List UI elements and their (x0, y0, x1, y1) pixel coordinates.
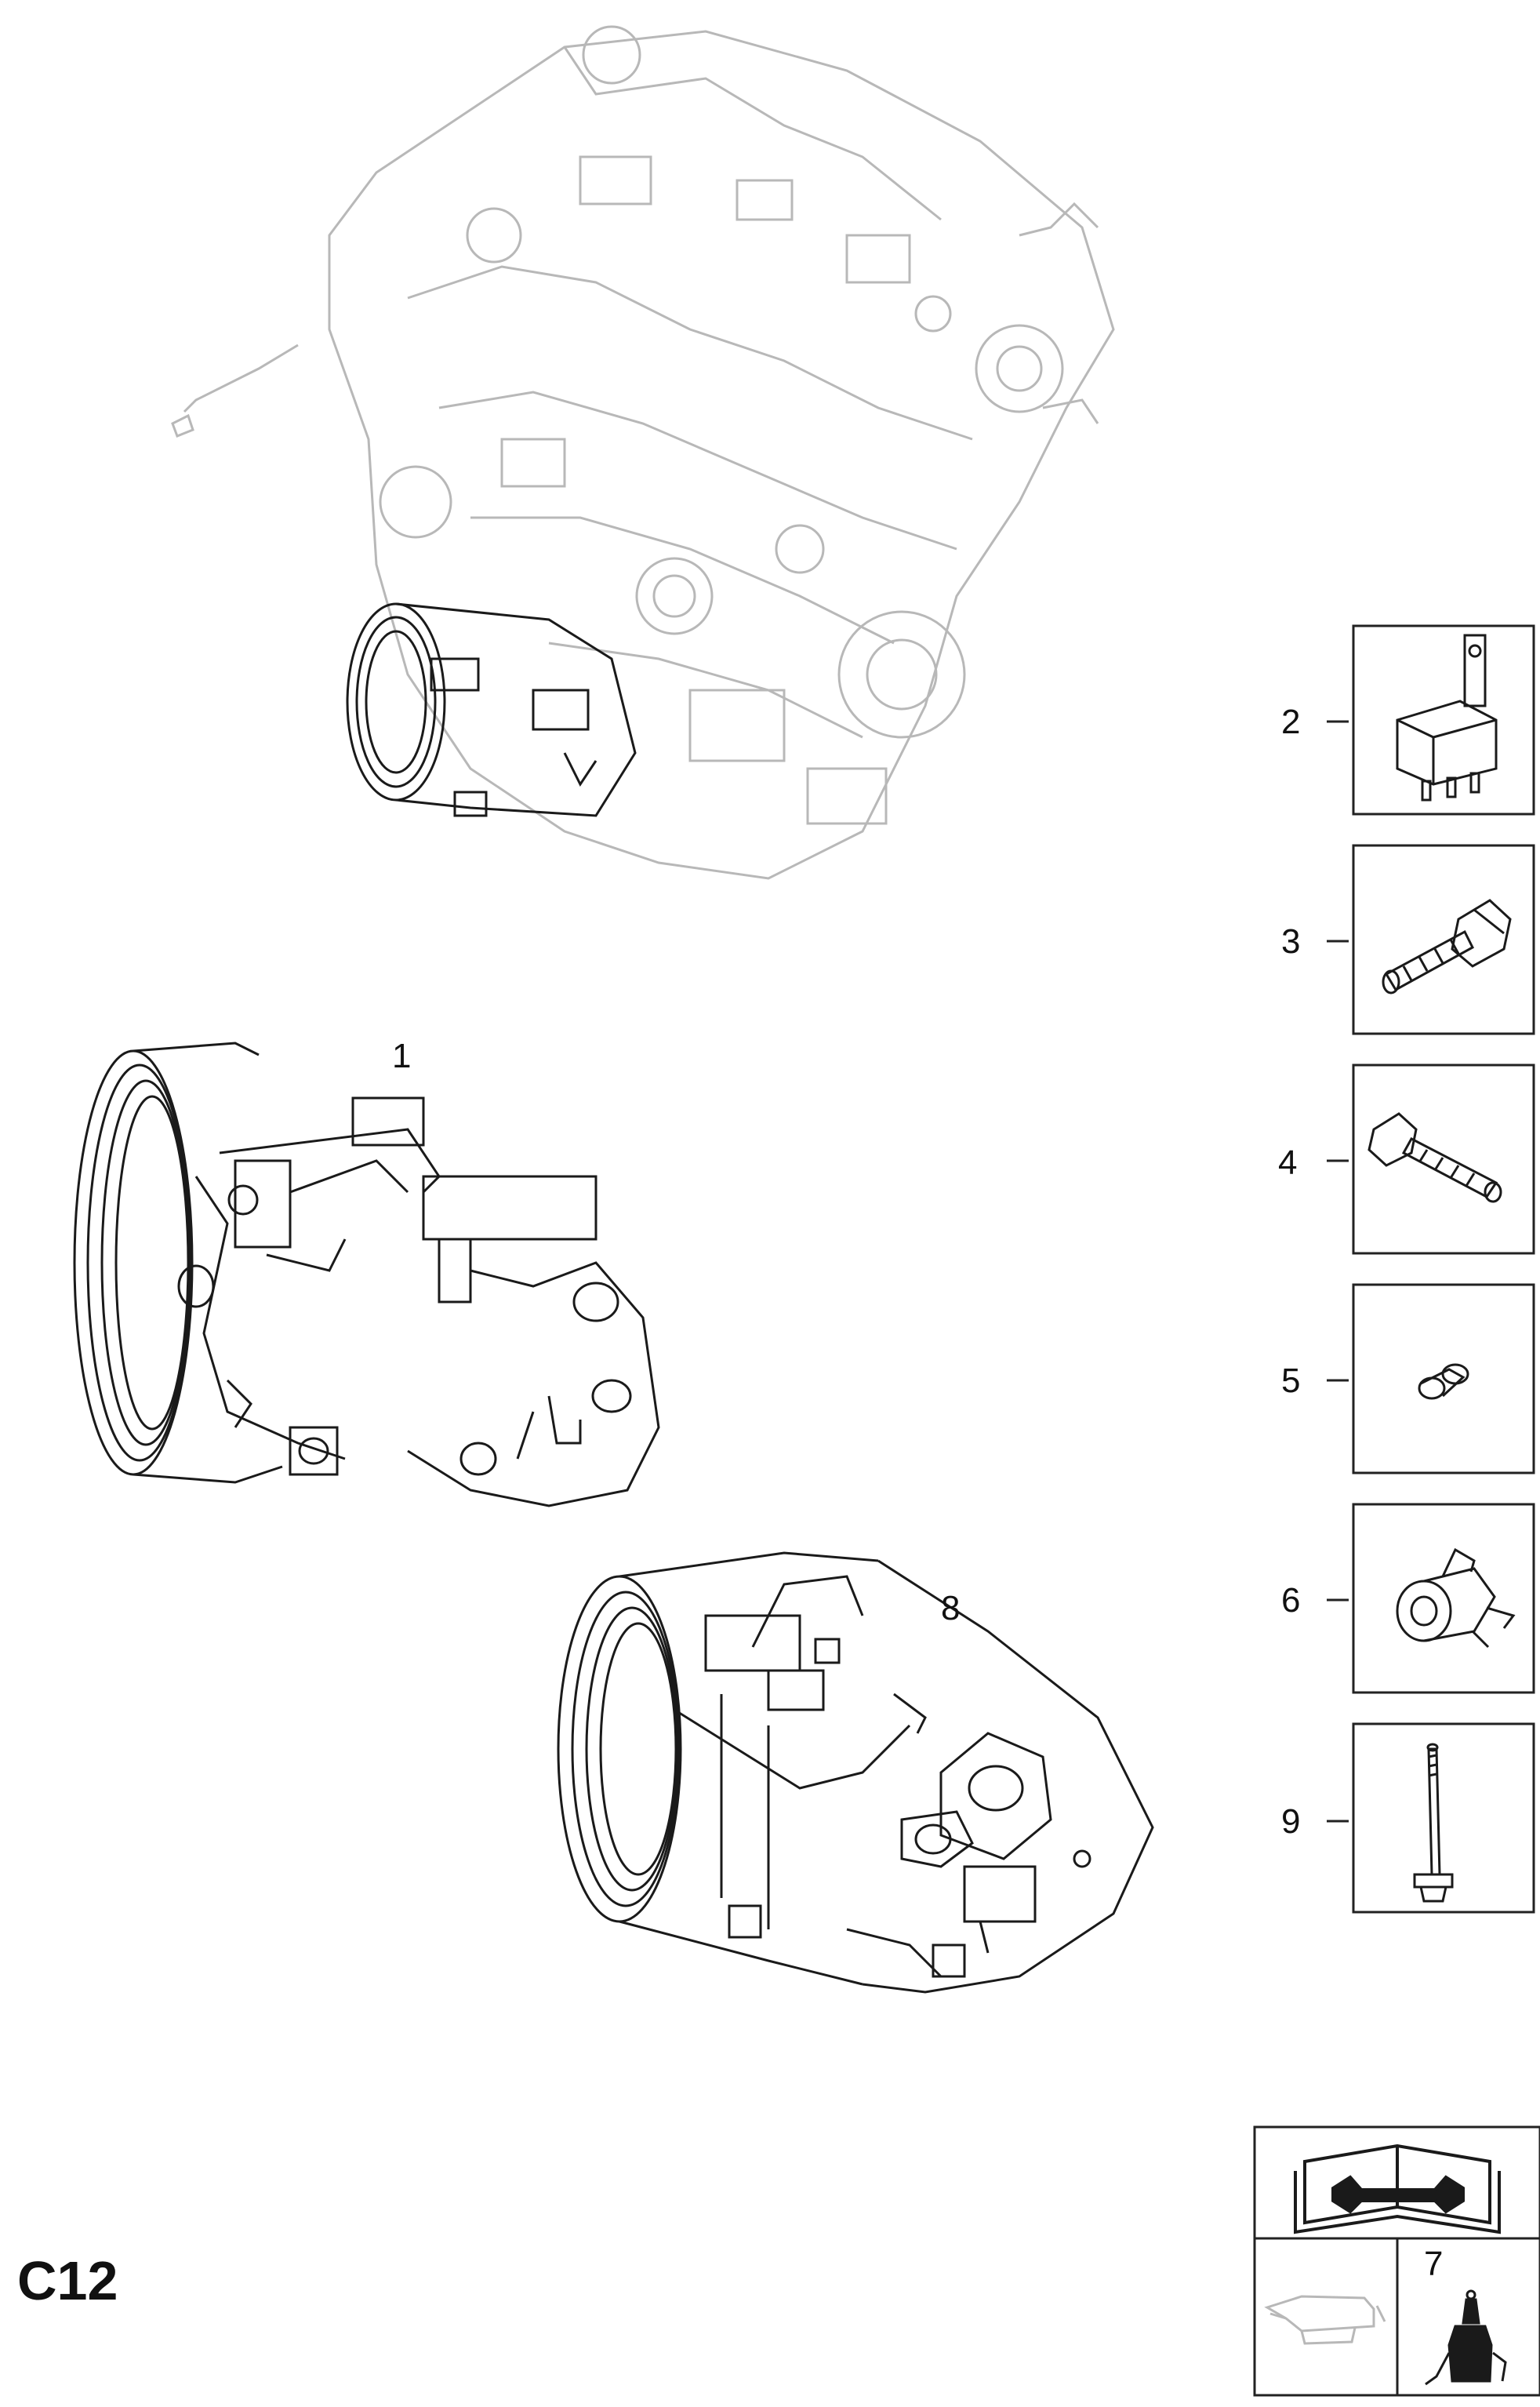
callout-7: 7 (1424, 2245, 1444, 2283)
service-manual-icon (1294, 2143, 1501, 2234)
callout-4: 4 (1278, 1144, 1298, 1182)
grommet-icon (1396, 1547, 1516, 1649)
service-box (1253, 2125, 1540, 2397)
oil-bottle-icon (1425, 2289, 1507, 2386)
engine-outline (171, 25, 1115, 880)
callout-8: 8 (941, 1589, 961, 1627)
part-box-2 (1327, 624, 1535, 816)
oil-pan-icon (1264, 2295, 1386, 2345)
compressor-part-8 (557, 1551, 1154, 1994)
part-box-4 (1327, 1064, 1535, 1255)
callout-1: 1 (392, 1037, 412, 1075)
callout-6: 6 (1281, 1581, 1301, 1620)
callout-3: 3 (1281, 922, 1301, 961)
page-code: C12 (17, 2250, 118, 2311)
bolt-icon (1382, 899, 1512, 994)
part-box-9 (1327, 1722, 1535, 1914)
part-box-5 (1327, 1283, 1535, 1474)
installed-compressor-highlight (346, 602, 637, 817)
relay-icon (1396, 634, 1498, 802)
callout-5: 5 (1281, 1362, 1301, 1400)
part-box-6 (1327, 1503, 1535, 1694)
compressor-part-1 (73, 1042, 660, 1507)
part-box-3 (1327, 844, 1535, 1035)
bolt-icon (1367, 1112, 1502, 1203)
sleeve-icon (1418, 1363, 1469, 1400)
callout-9: 9 (1281, 1802, 1301, 1841)
long-bolt-icon (1413, 1743, 1454, 1903)
callout-2: 2 (1281, 703, 1301, 741)
